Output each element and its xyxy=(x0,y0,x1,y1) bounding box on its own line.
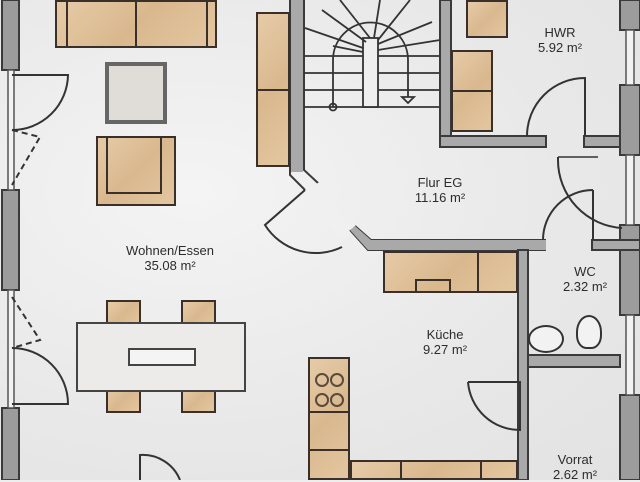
room-area: 35.08 m² xyxy=(144,258,196,273)
room-area: 2.32 m² xyxy=(562,279,608,294)
toilet-icon xyxy=(576,315,602,349)
room-name: WC xyxy=(574,264,596,279)
room-area: 5.92 m² xyxy=(537,40,583,55)
sideboard xyxy=(256,12,290,167)
counter-divider xyxy=(480,462,482,480)
room-name: Küche xyxy=(426,327,464,342)
room-name: Wohnen/Essen xyxy=(126,243,214,258)
sofa-arm-divider xyxy=(206,0,208,46)
armchair-seat xyxy=(106,138,162,194)
stack-divider xyxy=(453,90,491,92)
washbasin-icon xyxy=(528,325,564,353)
sideboard-divider xyxy=(258,89,288,91)
room-label-flur-eg: Flur EG 11.16 m² xyxy=(380,175,500,205)
room-area: 9.27 m² xyxy=(422,342,468,357)
room-area: 11.16 m² xyxy=(414,190,466,205)
dining-table xyxy=(76,322,246,392)
coffee-table xyxy=(105,62,167,124)
kitchen-side-counter xyxy=(308,357,350,480)
counter-divider xyxy=(400,462,402,480)
room-label-hwr: HWR 5.92 m² xyxy=(515,25,605,55)
room-name: Flur EG xyxy=(417,175,463,190)
room-name: Vorrat xyxy=(557,452,593,467)
sofa-arm-divider xyxy=(66,0,68,46)
counter-divider xyxy=(310,449,348,451)
room-label-kueche: Küche 9.27 m² xyxy=(400,327,490,357)
hwr-cabinet xyxy=(466,0,508,38)
armchair xyxy=(96,136,176,206)
room-label-wohnen-essen: Wohnen/Essen 35.08 m² xyxy=(100,243,240,273)
counter-divider xyxy=(477,253,479,291)
room-label-wc: WC 2.32 m² xyxy=(550,264,620,294)
room-area: 2.62 m² xyxy=(552,467,598,482)
kitchen-bottom-counter xyxy=(350,460,518,480)
room-name: HWR xyxy=(544,25,576,40)
table-runner xyxy=(128,348,196,366)
sofa-seat-divider xyxy=(135,0,137,46)
cooktop-icon xyxy=(313,371,345,411)
room-label-vorrat: Vorrat 2.62 m² xyxy=(535,452,615,482)
sink-icon xyxy=(415,279,451,291)
washer-dryer-stack xyxy=(451,50,493,132)
counter-divider xyxy=(310,411,348,413)
kitchen-upper-counter xyxy=(383,251,518,293)
